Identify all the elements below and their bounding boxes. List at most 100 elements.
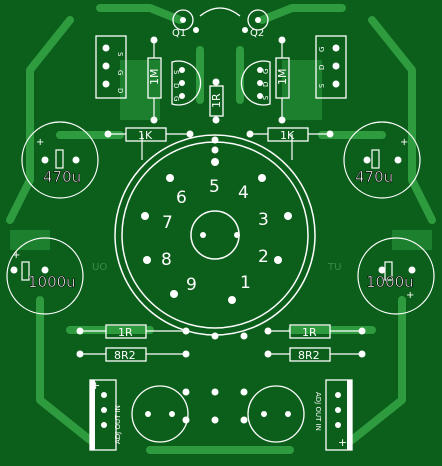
- transistor-top-left-label: Q1: [172, 28, 186, 39]
- tube-pin-label-4: 4: [238, 183, 249, 203]
- transistor-top-labels: Q1 Q2: [172, 28, 264, 39]
- resistor-labels: 1K 1K 1R 1R 8R2 8R2 1M 1M 1R: [114, 69, 320, 363]
- capacitor-bottom-left-plus: +: [12, 250, 20, 261]
- header-bodies: [95, 35, 347, 99]
- ghost-text-right: TU: [327, 262, 341, 273]
- capacitor-top-left-body: [55, 149, 64, 169]
- tube-pin-label-5: 5: [209, 177, 220, 197]
- regulator-left-tab: [90, 380, 95, 450]
- capacitor-bottom-left-body: [21, 261, 30, 281]
- resistor-1k-left-label: 1K: [138, 129, 153, 142]
- header-left-pin-3: D: [116, 88, 124, 93]
- resistor-pads: [76, 36, 366, 358]
- ghost-silkscreen: UO TU: [92, 262, 341, 273]
- transistor-top-right-label: Q2: [250, 28, 264, 39]
- transistor-top-left-outline: [172, 9, 194, 31]
- trimmer-pads: [145, 332, 291, 424]
- resistor-1m-left-label: 1M: [148, 69, 161, 86]
- transistor-right-pin-1: G: [262, 69, 270, 74]
- resistor-center-label: 1R: [210, 93, 223, 108]
- trimmer-right: [247, 385, 305, 443]
- resistor-1k-right-label: 1K: [280, 129, 295, 142]
- transistor-right-pin-3: S: [262, 95, 270, 100]
- capacitor-pads: [10, 156, 416, 274]
- transistor-right-pin-2: D: [262, 82, 270, 87]
- tube-pin-7: [141, 212, 149, 220]
- tube-pin-3: [284, 212, 292, 220]
- tube-pin-label-1: 1: [240, 273, 251, 293]
- resistor-1r-left-label: 1R: [118, 326, 133, 339]
- capacitor-top-left-label: 470u: [43, 168, 81, 186]
- header-right: [315, 35, 347, 99]
- transistor-outlines: [171, 7, 271, 106]
- regulator-left-plus: +: [91, 379, 100, 392]
- tube-pin-2: [274, 256, 282, 264]
- capacitor-top-right-body: [371, 149, 380, 169]
- tube-pin-label-2: 2: [258, 247, 269, 267]
- transistor-pads: [179, 17, 263, 99]
- header-left-pin-1: S: [116, 52, 124, 57]
- regulator-labels: ADJ OUT IN ADJ OUT IN: [114, 392, 322, 444]
- capacitor-top-right-label: 470u: [355, 168, 393, 186]
- resistor-1m-right-label: 1M: [276, 69, 289, 86]
- transistor-top-right-outline: [247, 9, 269, 31]
- tube-pin-label-8: 8: [161, 250, 172, 270]
- resistor-center: [209, 85, 224, 117]
- transistor-left-pin-1: S: [172, 70, 180, 75]
- resistor-8r2-right-label: 8R2: [298, 349, 320, 362]
- trimmers: [131, 385, 305, 443]
- regulator-right-plus: +: [338, 436, 347, 449]
- transistor-pin-labels: S D G G D S: [172, 69, 270, 102]
- transistor-left-pin-3: G: [172, 96, 180, 101]
- tube-pin-label-9: 9: [186, 275, 197, 295]
- transistor-left-pin-2: D: [172, 83, 180, 88]
- transistor-right-outline: [240, 60, 271, 106]
- ghost-text-left: UO: [92, 262, 107, 273]
- polarity-marks: + + + +: [12, 137, 414, 301]
- capacitors: [6, 121, 435, 315]
- trimmer-left: [131, 385, 189, 443]
- regulator-left-pin-label: ADJ OUT IN: [114, 405, 122, 444]
- transistor-left-outline: [171, 60, 202, 106]
- capacitor-bottom-left: [6, 237, 84, 315]
- header-left: [95, 35, 127, 99]
- capacitor-labels: 470u 470u 1000u 1000u: [28, 168, 414, 292]
- header-right-pin-3: S: [318, 83, 326, 88]
- tube-center-pad-right: [234, 232, 240, 238]
- regulator-heatsink-tabs: [90, 380, 352, 450]
- regulator-right-tab: [347, 380, 352, 450]
- header-left-pin-2: G: [116, 70, 124, 75]
- tube-pin-label-6: 6: [176, 188, 187, 208]
- copper-planes: [10, 60, 432, 250]
- regulator-plus-marks: + +: [91, 379, 347, 449]
- header-pads: [102, 44, 340, 88]
- capacitor-bottom-right: [357, 237, 435, 315]
- tube-pin-label-7: 7: [162, 213, 173, 233]
- capacitor-top-right-plus: +: [400, 137, 408, 148]
- tube-center-pad-left: [200, 232, 206, 238]
- resistor-1r-right-label: 1R: [302, 326, 317, 339]
- capacitor-bottom-right-plus: +: [406, 290, 414, 301]
- tube-pin-8: [143, 256, 151, 264]
- capacitor-bottom-right-label: 1000u: [366, 273, 414, 291]
- tube-pin-4: [258, 174, 266, 182]
- tube-pin-label-3: 3: [258, 210, 269, 230]
- header-pin-labels: S G D G D S: [116, 47, 326, 94]
- header-right-pin-2: D: [318, 65, 326, 70]
- tube-pin-labels: 1 2 3 4 5 6 7 8 9: [161, 177, 269, 295]
- capacitor-top-left: [21, 121, 99, 199]
- regulator-pads: [101, 392, 341, 428]
- capacitor-top-right: [343, 121, 421, 199]
- top-link-arc: [199, 7, 241, 17]
- tube-pin-9: [170, 290, 178, 298]
- tube-pin-5: [211, 158, 219, 166]
- tube-pins: [141, 158, 292, 304]
- tube-pin-1: [228, 296, 236, 304]
- capacitor-top-left-plus: +: [36, 137, 44, 148]
- tube-pin-6: [166, 174, 174, 182]
- resistor-8r2-left-label: 8R2: [114, 349, 136, 362]
- capacitor-bottom-left-label: 1000u: [28, 273, 76, 291]
- header-right-pin-1: G: [318, 47, 326, 52]
